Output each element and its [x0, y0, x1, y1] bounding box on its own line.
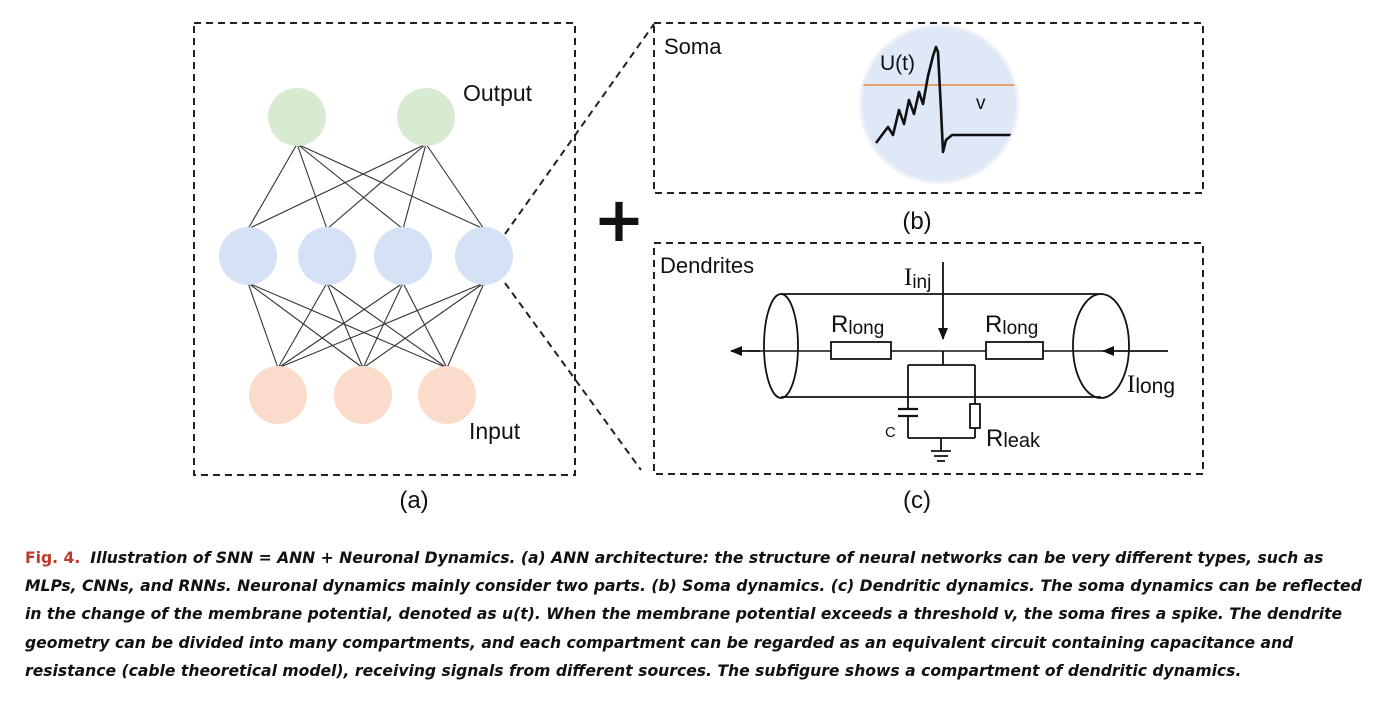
dendrites-title: Dendrites — [660, 253, 754, 278]
input-node — [334, 366, 392, 424]
caption-text: Illustration of SNN = ANN + Neuronal Dyn… — [25, 549, 1362, 680]
zoom-line-bottom — [504, 282, 642, 471]
input-label: Input — [469, 418, 521, 444]
network-edge — [402, 282, 448, 369]
i-long-label: Ilong — [1127, 371, 1175, 398]
i-inj-label: Iinj — [904, 264, 931, 293]
network-edge — [277, 282, 404, 369]
hidden-node — [298, 227, 356, 285]
network-edge — [362, 282, 404, 369]
figure-illustration: Output Input (a) + Soma U(t) v (b) Dendr… — [193, 22, 1204, 514]
input-node — [418, 366, 476, 424]
soma-title: Soma — [664, 34, 722, 59]
c-label: C — [885, 424, 896, 441]
hidden-layer — [219, 227, 513, 285]
cable-diagram — [730, 262, 1168, 462]
panel-a-tag: (a) — [399, 487, 428, 514]
cable-end-right — [1072, 293, 1130, 399]
network-edges — [247, 143, 485, 369]
network-edge — [362, 282, 485, 369]
input-layer — [249, 366, 476, 424]
network-edge — [277, 282, 485, 369]
output-node — [268, 88, 326, 146]
output-node — [397, 88, 455, 146]
network-edge — [247, 143, 427, 230]
network-edge — [402, 143, 427, 230]
output-label: Output — [463, 80, 533, 106]
network-edge — [277, 282, 328, 369]
soma-membrane-plot: U(t) v — [859, 24, 1019, 184]
output-layer — [268, 88, 455, 146]
resistor-r-leak — [969, 403, 981, 429]
network-edge — [296, 143, 328, 230]
panel-c-border — [653, 242, 1204, 475]
resistor-r-long-2 — [985, 341, 1044, 360]
hidden-node — [455, 227, 513, 285]
network-edge — [425, 143, 485, 230]
network-edge — [326, 282, 364, 369]
figure-number: Fig. 4. — [25, 549, 81, 567]
cable-end-left — [763, 293, 799, 399]
zoom-line-top — [504, 23, 655, 235]
input-node — [249, 366, 307, 424]
network-edge — [296, 143, 404, 230]
panel-a-border — [193, 22, 576, 476]
r-long-label-2: Rlong — [985, 311, 1038, 339]
r-long-label-1: Rlong — [831, 311, 884, 339]
network-edge — [247, 282, 448, 369]
panel-c-tag: (c) — [903, 487, 931, 514]
network-edge — [247, 282, 364, 369]
v-label: v — [976, 93, 986, 114]
network-edge — [326, 282, 448, 369]
network-edge — [296, 143, 485, 230]
network-edge — [247, 282, 279, 369]
plus-sign: + — [593, 183, 645, 256]
hidden-node — [219, 227, 277, 285]
resistor-r-long-1 — [830, 341, 892, 360]
membrane-trace — [874, 45, 1015, 154]
network-edge — [446, 282, 485, 369]
panel-b-tag: (b) — [902, 208, 931, 235]
ut-label: U(t) — [880, 52, 915, 75]
figure-caption: Fig. 4.Illustration of SNN = ANN + Neuro… — [25, 544, 1365, 685]
r-leak-label: Rleak — [986, 425, 1041, 452]
network-edge — [326, 143, 427, 230]
network-edge — [247, 143, 298, 230]
hidden-node — [374, 227, 432, 285]
